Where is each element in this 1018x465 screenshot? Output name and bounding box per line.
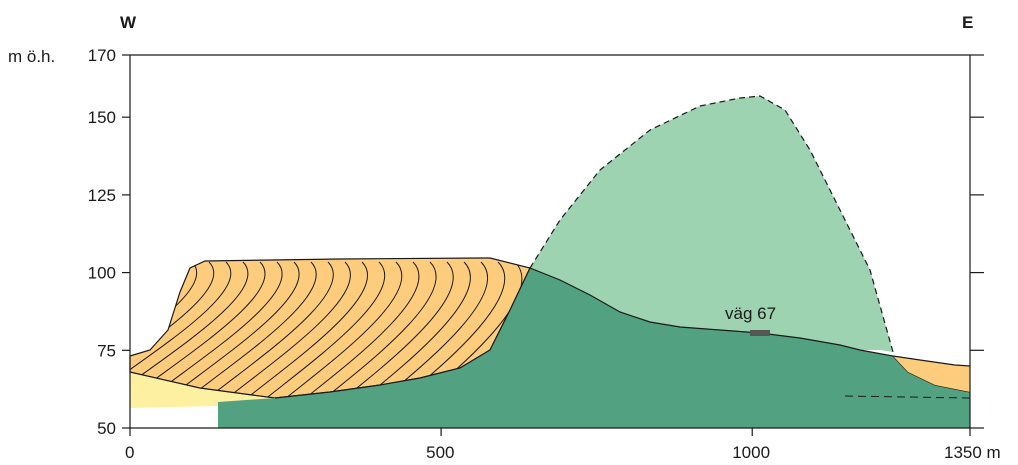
hatch-line xyxy=(130,261,232,398)
hatch-line xyxy=(224,261,352,398)
road-label: väg 67 xyxy=(725,304,776,323)
hatch-line xyxy=(302,261,420,398)
y-axis-unit-label: m ö.h. xyxy=(8,47,55,66)
east-label: E xyxy=(962,13,973,32)
y-tick-label: 50 xyxy=(97,419,116,438)
x-tick-label: 500 xyxy=(426,443,454,462)
light-sand-layer xyxy=(130,372,275,408)
hatch-line xyxy=(130,261,215,398)
y-tick-label: 150 xyxy=(88,108,116,127)
hatch-line xyxy=(322,261,437,398)
internal-dashed-line xyxy=(844,395,971,399)
y-tick-label: 100 xyxy=(88,264,116,283)
hatch-line xyxy=(283,261,403,398)
hatch-line xyxy=(166,261,300,398)
x-tick-label: 1350 m xyxy=(944,443,1001,462)
hatch-line xyxy=(361,261,471,398)
x-tick-label: 0 xyxy=(125,443,134,462)
y-tick-label: 170 xyxy=(88,46,116,65)
bedrock-top-boundary xyxy=(274,267,971,399)
hatch-line xyxy=(341,261,454,398)
x-tick-label: 1000 xyxy=(732,443,770,462)
hill-dashed-outline xyxy=(529,95,894,353)
y-tick-label: 125 xyxy=(88,186,116,205)
east-sand-wedge xyxy=(893,356,970,392)
hatch-line xyxy=(130,261,249,398)
hill-light-green xyxy=(530,96,893,352)
y-axis-ticks: 170 150 125 100 75 50 xyxy=(88,46,984,438)
hatch-line xyxy=(263,261,386,398)
y-tick-label: 75 xyxy=(97,341,116,360)
x-axis-ticks: 0 500 1000 1350 m xyxy=(125,428,1001,462)
hatch-line xyxy=(244,261,369,398)
hatch-line xyxy=(205,261,334,398)
east-sand-top xyxy=(892,355,971,367)
bedrock-dark-green xyxy=(218,268,970,428)
road-marker xyxy=(750,330,770,336)
west-label: W xyxy=(120,13,137,32)
hatch-line xyxy=(185,261,317,398)
